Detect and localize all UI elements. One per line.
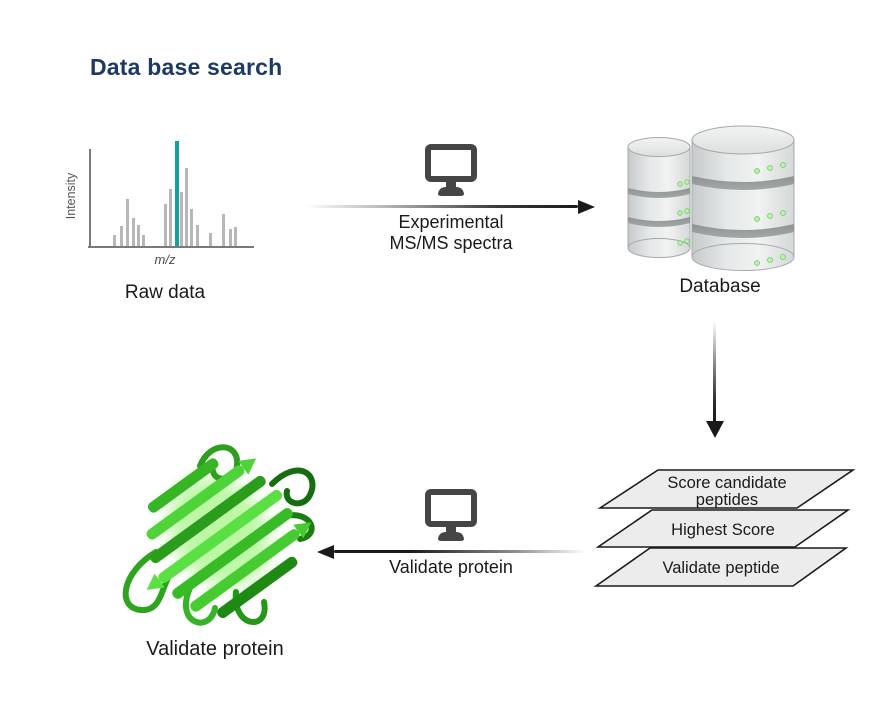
spectrum-x-axis	[88, 246, 254, 248]
validate-protein-arrow-label: Validate protein	[389, 557, 513, 577]
spectrum-peak	[137, 225, 141, 246]
stack-layer-score-label-line1: Score candidate	[667, 474, 786, 492]
spectrum-peak	[126, 199, 129, 246]
monitor-icon	[425, 144, 477, 196]
spectrum-peak	[180, 192, 184, 246]
protein-caption: Validate protein	[146, 638, 284, 660]
stack-layer-validate-label: Validate peptide	[662, 559, 779, 577]
stack-layer-score-label-line2: peptides	[696, 491, 758, 509]
spectrum-y-axis-label: Intensity	[64, 172, 78, 220]
monitor-icon	[425, 489, 477, 541]
database-cylinder-large	[691, 125, 795, 271]
arrow-down-head-icon	[705, 421, 724, 438]
stack-layer-validate	[593, 547, 849, 587]
page-title: Data base search	[90, 54, 283, 80]
spectrum-peak	[196, 225, 200, 246]
spectrum-peak	[113, 235, 117, 246]
spectrum-peak	[190, 209, 193, 246]
database-caption: Database	[679, 276, 761, 297]
experimental-spectra-label: Experimental MS/MS spectra	[330, 212, 572, 254]
arrow-right-head-icon	[578, 199, 595, 214]
spectrum-peak	[164, 204, 168, 246]
spectrum-x-axis-label: m/z	[154, 252, 176, 267]
arrow-right-line	[307, 205, 578, 208]
spectrum-plot	[90, 141, 250, 246]
experimental-spectra-line1: Experimental	[398, 212, 504, 232]
peptide-steps-stack: Score candidate peptides Highest Score V…	[593, 469, 856, 587]
spectrum-peak	[120, 226, 124, 246]
spectrum-peak	[169, 189, 173, 246]
spectrum-peak	[229, 229, 233, 246]
arrow-down-line	[713, 322, 716, 422]
spectrum-peak	[142, 235, 145, 246]
arrow-left-head-icon	[317, 544, 334, 559]
stack-layer-highest-label: Highest Score	[671, 521, 775, 539]
experimental-spectra-line2: MS/MS spectra	[389, 233, 513, 253]
raw-data-caption: Raw data	[124, 282, 206, 303]
database-cylinder-small	[627, 137, 691, 258]
stack-layer-highest	[595, 509, 851, 548]
spectrum-peak	[234, 227, 237, 246]
stack-layer-score	[597, 469, 856, 509]
database-icon	[627, 125, 795, 271]
arrow-left-line	[334, 550, 585, 553]
spectrum-peak	[222, 214, 225, 246]
spectrum-peak	[132, 218, 136, 246]
spectrum-y-axis	[89, 149, 91, 247]
spectrum-peak-highlight	[174, 141, 179, 246]
spectrum-peak	[185, 168, 189, 246]
protein-ribbon-icon	[122, 444, 316, 626]
spectrum-peak	[209, 233, 213, 246]
